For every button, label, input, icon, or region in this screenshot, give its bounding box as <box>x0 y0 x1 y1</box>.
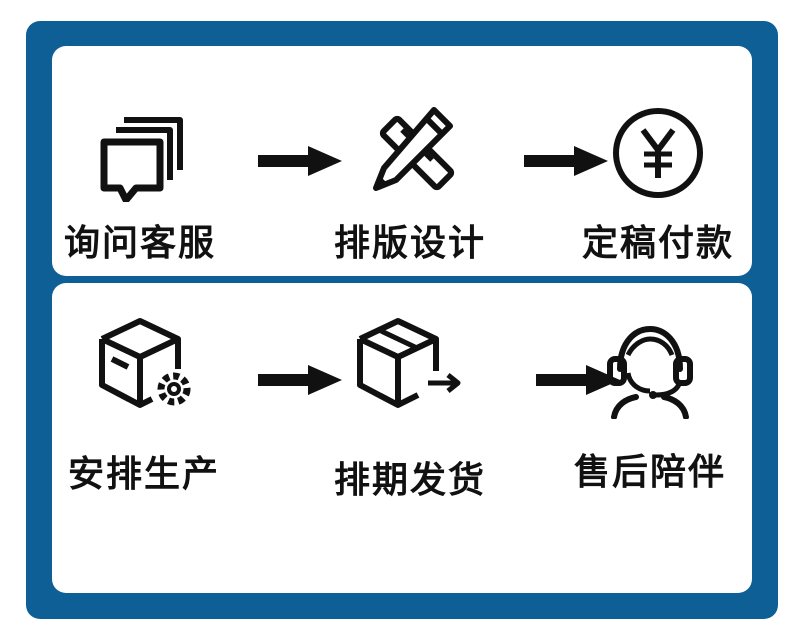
chat-bubble-icon <box>100 117 183 202</box>
process-panel-top: 询问客服 排版设计 <box>52 46 752 276</box>
arrow-right-icon <box>536 365 620 395</box>
pencil-ruler-icon <box>373 107 455 191</box>
headset-agent-icon <box>607 325 693 419</box>
arrow-right-icon <box>258 365 342 395</box>
process-panel-bottom: 安排生产 排期发货 <box>52 283 752 593</box>
arrow-right-icon <box>524 146 608 176</box>
arrow-right-icon <box>258 146 342 176</box>
step-label: 定稿付款 <box>581 223 734 264</box>
box-arrow-icon <box>357 318 461 408</box>
step-label: 排版设计 <box>333 223 486 264</box>
step-label: 售后陪伴 <box>573 452 726 493</box>
yen-coin-icon <box>613 108 703 198</box>
box-gear-icon <box>99 318 191 408</box>
step-label: 排期发货 <box>333 460 486 501</box>
step-label: 安排生产 <box>67 454 220 495</box>
process-frame: 询问客服 排版设计 <box>26 21 778 619</box>
step-label: 询问客服 <box>63 223 216 264</box>
